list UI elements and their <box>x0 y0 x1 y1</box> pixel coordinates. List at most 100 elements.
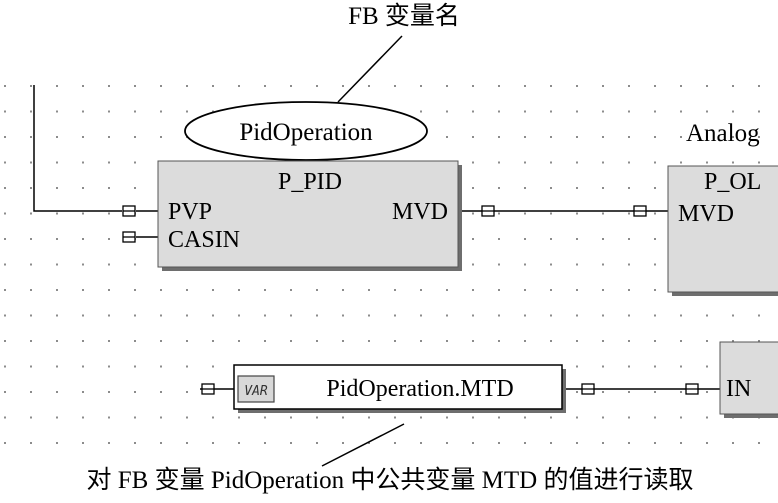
grid-dot <box>4 187 6 189</box>
grid-dot <box>524 110 526 113</box>
grid-dot <box>472 289 474 291</box>
grid-dot <box>30 365 32 368</box>
grid-dot <box>160 136 162 138</box>
grid-dot <box>420 442 422 444</box>
grid-dot <box>30 442 32 444</box>
grid-dot <box>524 340 526 342</box>
grid-dot <box>758 340 760 342</box>
grid-dot <box>498 416 500 419</box>
grid-dot <box>108 85 110 87</box>
grid-dot <box>212 85 214 87</box>
grid-dot <box>30 212 32 215</box>
grid-dot <box>160 340 162 342</box>
grid-dot <box>446 442 448 444</box>
grid-dot <box>524 161 526 164</box>
grid-dot <box>550 238 552 240</box>
grid-dot <box>446 416 448 419</box>
grid-dot <box>4 161 6 164</box>
grid-dot <box>602 85 604 87</box>
grid-dot <box>30 289 32 291</box>
grid-dot <box>576 85 578 87</box>
var-block-name: PidOperation.MTD <box>326 376 513 402</box>
grid-dot <box>212 416 214 419</box>
grid-dot <box>4 136 6 138</box>
grid-dot <box>368 289 370 291</box>
grid-dot <box>654 263 656 266</box>
grid-dot <box>602 110 604 113</box>
pid-block-type: P_PID <box>278 169 342 195</box>
grid-dot <box>30 238 32 240</box>
grid-dot <box>30 340 32 342</box>
grid-dot <box>446 110 448 113</box>
grid-dot <box>186 289 188 291</box>
grid-dot <box>134 85 136 87</box>
grid-dot <box>758 161 760 164</box>
grid-dot <box>316 416 318 419</box>
grid-dot <box>368 442 370 444</box>
grid-dot <box>446 85 448 87</box>
grid-dot <box>706 161 708 164</box>
pid-block-body <box>157 160 459 268</box>
grid-dot <box>524 85 526 87</box>
grid-dot <box>108 110 110 113</box>
grid-dot <box>602 391 604 393</box>
grid-dot <box>706 85 708 87</box>
grid-dot <box>706 314 708 317</box>
leader-bottom <box>321 423 405 467</box>
grid-dot <box>290 314 292 317</box>
grid-dot <box>628 340 630 342</box>
grid-dot <box>706 110 708 113</box>
grid-dot <box>82 187 84 189</box>
analog-input-mvd: MVD <box>678 201 734 227</box>
grid-dot <box>108 187 110 189</box>
grid-dot <box>56 136 58 138</box>
grid-dot <box>576 136 578 138</box>
grid-dot <box>446 136 448 138</box>
grid-dot <box>82 110 84 113</box>
grid-dot <box>446 340 448 342</box>
grid-dot <box>368 314 370 317</box>
grid-dot <box>576 110 578 113</box>
grid-dot <box>550 161 552 164</box>
grid-dot <box>602 238 604 240</box>
var-badge-icon <box>237 375 275 403</box>
grid-dot <box>420 110 422 113</box>
grid-dot <box>30 391 32 393</box>
grid-dot <box>238 416 240 419</box>
grid-dot <box>134 416 136 419</box>
grid-dot <box>186 365 188 368</box>
grid-dot <box>420 85 422 87</box>
grid-dot <box>654 212 656 215</box>
grid-dot <box>654 110 656 113</box>
grid-dot <box>264 314 266 317</box>
grid-dot <box>82 365 84 368</box>
grid-dot <box>628 187 630 189</box>
grid-dot <box>134 442 136 444</box>
grid-dot <box>680 136 682 138</box>
grid-dot <box>706 365 708 368</box>
grid-dot <box>576 187 578 189</box>
grid-dot <box>602 289 604 291</box>
grid-dot <box>342 314 344 317</box>
grid-dot <box>680 161 682 164</box>
grid-dot <box>654 314 656 317</box>
grid-dot <box>108 289 110 291</box>
grid-dot <box>290 416 292 419</box>
grid-dot <box>420 340 422 342</box>
pid-block[interactable]: P_PID PVP CASIN MVD <box>157 160 462 271</box>
grid-dot <box>108 365 110 368</box>
grid-dot <box>186 340 188 342</box>
grid-dot <box>108 136 110 138</box>
grid-dot <box>628 136 630 138</box>
var-block[interactable]: VAR PidOperation.MTD <box>233 364 566 413</box>
grid-dot <box>238 340 240 342</box>
grid-dot <box>654 85 656 87</box>
grid-dot <box>134 187 136 189</box>
grid-dot <box>30 187 32 189</box>
in-block[interactable]: IN <box>719 341 778 418</box>
grid-dot <box>264 289 266 291</box>
grid-dot <box>498 161 500 164</box>
grid-dot <box>134 161 136 164</box>
grid-dot <box>316 340 318 342</box>
analog-block[interactable]: P_OL MVD <box>667 165 778 296</box>
